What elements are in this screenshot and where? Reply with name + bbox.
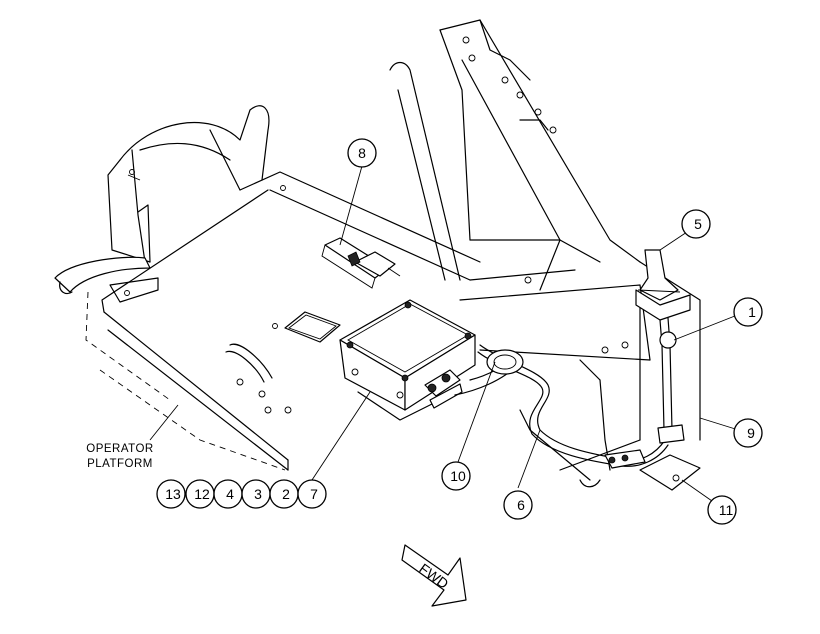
callout-2[interactable]: 2 [269,479,299,509]
callout-6-label: 6 [517,497,525,513]
callout-8-label: 8 [358,145,366,161]
callout-12[interactable]: 12 [185,479,215,509]
callout-11-label: 11 [719,502,734,518]
callout-1-label: 1 [748,304,756,320]
callout-1[interactable]: 1 [733,297,763,327]
callout-7[interactable]: 7 [297,479,327,509]
wire-harness-part-6 [454,344,669,469]
callout-9-label: 9 [747,425,755,441]
callout-3[interactable]: 3 [241,479,271,509]
callout-10-label: 10 [450,468,466,484]
operator-platform [85,171,481,471]
platform-label-line2: PLATFORM [87,458,153,470]
control-box-part-7 [339,299,476,421]
callout-13[interactable]: 13 [156,479,186,509]
callout-2-label: 2 [282,486,290,502]
forward-arrow: FWD [401,544,467,607]
callout-4[interactable]: 4 [213,479,243,509]
callout-8[interactable]: 8 [347,138,377,168]
callout-4-label: 4 [226,486,234,502]
operator-seat [54,105,270,303]
callout-5-label: 5 [694,216,702,232]
callout-13-label: 13 [165,486,181,502]
lever-part-5 [635,249,701,491]
callout-12-label: 12 [194,486,210,502]
callout-7-label: 7 [310,486,318,502]
grommet-part-10 [486,349,524,375]
callout-6[interactable]: 6 [503,490,533,520]
callout-11[interactable]: 11 [707,495,737,525]
machine-frame [389,19,701,488]
platform-label: OPERATOR PLATFORM [86,404,179,470]
connector-part-8 [321,237,401,289]
callout-9[interactable]: 9 [733,418,763,448]
callout-3-label: 3 [254,486,262,502]
callout-5[interactable]: 5 [681,209,711,239]
callout-10[interactable]: 10 [441,461,471,491]
platform-label-line1: OPERATOR [86,443,153,455]
